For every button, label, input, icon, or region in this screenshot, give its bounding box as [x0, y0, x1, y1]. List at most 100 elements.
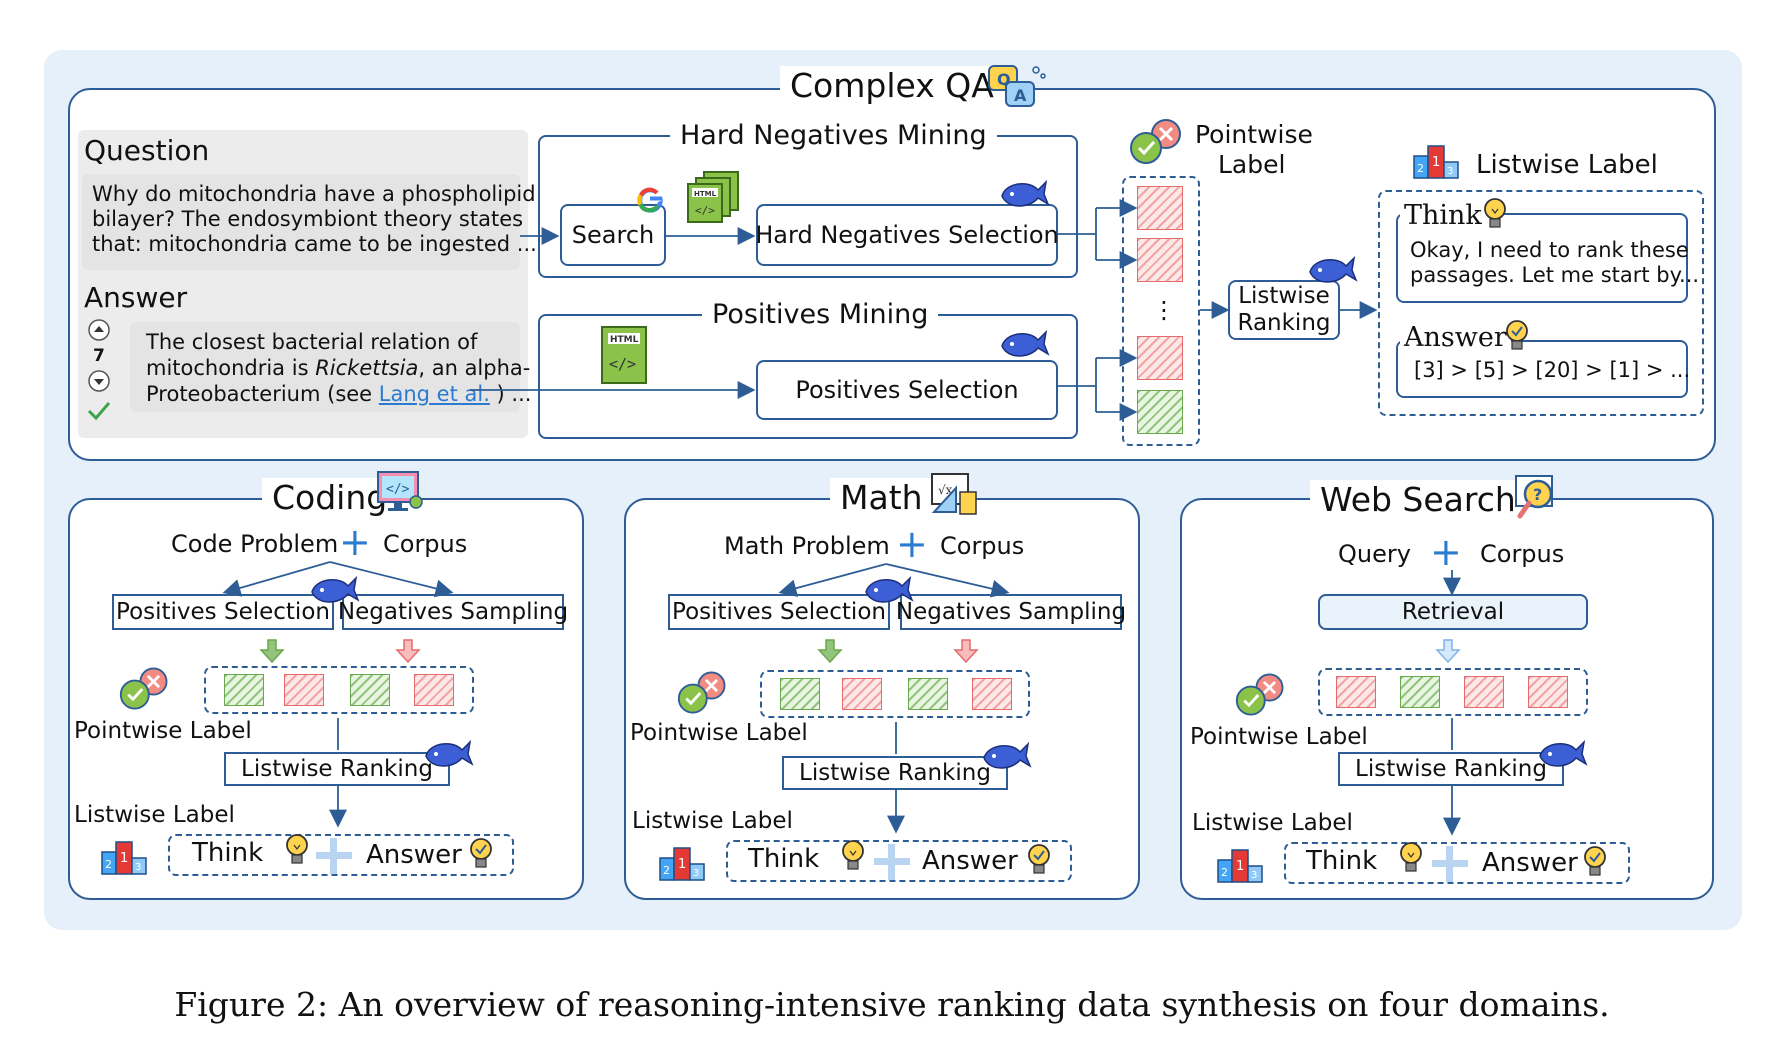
web-query-label: Query	[1338, 540, 1411, 568]
svg-text:A: A	[1014, 86, 1027, 105]
svg-text:3: 3	[135, 862, 141, 873]
html-file-icon: HTML </>	[601, 326, 647, 384]
question-line-2: bilayer? The endosymbiont theory states	[92, 207, 524, 231]
svg-text:</>: </>	[609, 355, 636, 373]
lightbulb-icon	[286, 834, 308, 864]
web-listwise-ranking: Listwise Ranking	[1338, 752, 1564, 786]
negative-passage	[972, 678, 1012, 710]
answer-text-box	[130, 322, 520, 412]
svg-text:2: 2	[105, 858, 112, 871]
math-problem-label: Math Problem	[724, 532, 890, 560]
web-plus: +	[1430, 530, 1462, 574]
negative-passage	[1137, 238, 1183, 282]
coding-corpus-label: Corpus	[383, 530, 468, 558]
svg-text:√x: √x	[938, 483, 953, 497]
coding-plus: +	[339, 520, 371, 564]
math-title: Math	[830, 478, 933, 518]
svg-text:</>: </>	[695, 204, 715, 217]
green-down-arrow	[817, 639, 843, 664]
question-text-box	[82, 174, 520, 270]
web-listwise-label: Listwise Label	[1192, 810, 1353, 836]
podium-icon: 2 1 3	[659, 847, 705, 881]
svg-text:2: 2	[663, 864, 670, 877]
math-corpus-label: Corpus	[940, 532, 1025, 560]
qa-chat-icon: Q A	[988, 65, 1046, 107]
lightbulb-icon	[842, 840, 864, 870]
negative-passage	[414, 674, 454, 706]
svg-text:1: 1	[120, 851, 128, 866]
pink-down-arrow	[395, 639, 421, 664]
code-monitor-icon: </>	[377, 471, 423, 511]
whale-icon	[1539, 739, 1588, 767]
lightbulb-check-icon	[1506, 320, 1528, 350]
check-cross-icon	[1235, 673, 1284, 716]
coding-listwise-label: Listwise Label	[74, 802, 235, 828]
whale-icon	[1309, 255, 1358, 283]
svg-text:HTML: HTML	[610, 335, 639, 345]
math-negatives-sampling: Negatives Sampling	[896, 594, 1126, 630]
math-plus: +	[896, 522, 928, 566]
whale-icon	[425, 739, 474, 767]
negative-passage	[1464, 676, 1504, 708]
answer-line-1: The closest bacterial relation of	[146, 330, 478, 354]
math-listwise-ranking: Listwise Ranking	[782, 756, 1008, 790]
upvote-icon[interactable]	[87, 318, 111, 342]
podium-icon: 2 1 3	[1413, 145, 1459, 179]
whale-icon	[983, 741, 1032, 769]
check-cross-icon	[1130, 119, 1181, 164]
web-pointwise-label: Pointwise Label	[1190, 724, 1368, 750]
coding-title: Coding	[262, 478, 398, 518]
svg-text:3: 3	[1251, 870, 1257, 881]
svg-text:HTML: HTML	[694, 190, 717, 198]
web-retrieval-box: Retrieval	[1318, 594, 1588, 630]
web-think: Think	[1306, 846, 1378, 876]
downvote-icon[interactable]	[87, 369, 111, 393]
answer-heading: Answer	[84, 281, 188, 314]
negative-passage	[842, 678, 882, 710]
whale-icon	[865, 575, 914, 603]
green-down-arrow	[259, 639, 285, 664]
negative-passage	[1137, 336, 1183, 380]
web-answer: Answer	[1482, 848, 1578, 878]
blue-down-arrow	[1435, 639, 1461, 664]
pointwise-label-line-1: Pointwise	[1195, 120, 1313, 149]
svg-text:3: 3	[693, 868, 699, 879]
answer-line-2: mitochondria is Rickettsia, an alpha-	[146, 356, 531, 380]
lightbulb-icon	[1400, 842, 1422, 872]
citation-link[interactable]: Lang et al.	[378, 382, 490, 406]
think-text-line-2: passages. Let me start by...	[1410, 263, 1700, 287]
math-think: Think	[748, 844, 820, 874]
math-answer: Answer	[922, 846, 1018, 876]
coding-think-answer-box	[168, 834, 514, 876]
positives-mining-title: Positives Mining	[702, 295, 939, 335]
svg-text:2: 2	[1221, 866, 1228, 879]
hardneg-fork	[1058, 207, 1134, 261]
podium-icon: 2 1 3	[101, 841, 147, 875]
svg-text:?: ?	[1533, 485, 1542, 504]
positive-passage	[1400, 676, 1440, 708]
coding-listwise-ranking: Listwise Ranking	[224, 752, 450, 786]
math-ruler-icon: √x	[931, 473, 977, 515]
think-text-line-1: Okay, I need to rank these	[1410, 238, 1689, 262]
coding-problem-label: Code Problem	[171, 530, 339, 558]
question-heading: Question	[84, 134, 210, 167]
math-pointwise-label: Pointwise Label	[630, 720, 808, 746]
answer-ranking-text: [3] > [5] > [20] > [1] > ...	[1414, 358, 1691, 382]
svg-text:</>: </>	[386, 482, 410, 497]
figure-caption: Figure 2: An overview of reasoning-inten…	[174, 985, 1610, 1024]
pointwise-label-line-2: Label	[1218, 150, 1286, 179]
check-cross-icon	[677, 671, 726, 714]
lightbulb-check-icon	[470, 838, 492, 868]
listwise-ranking-box: Listwise Ranking	[1228, 280, 1340, 340]
candidates-ellipsis: ⋮	[1152, 296, 1176, 324]
positive-passage	[1137, 390, 1183, 434]
negative-passage	[1336, 676, 1376, 708]
check-cross-icon	[119, 667, 168, 710]
positives-selection-box: Positives Selection	[756, 360, 1058, 420]
question-line-1: Why do mitochondria have a phospholipid	[92, 182, 536, 206]
whale-icon	[1001, 179, 1050, 207]
magnifier-question-icon: ?	[1515, 475, 1553, 519]
positive-fork	[1058, 357, 1134, 413]
lightbulb-icon	[1484, 198, 1506, 228]
